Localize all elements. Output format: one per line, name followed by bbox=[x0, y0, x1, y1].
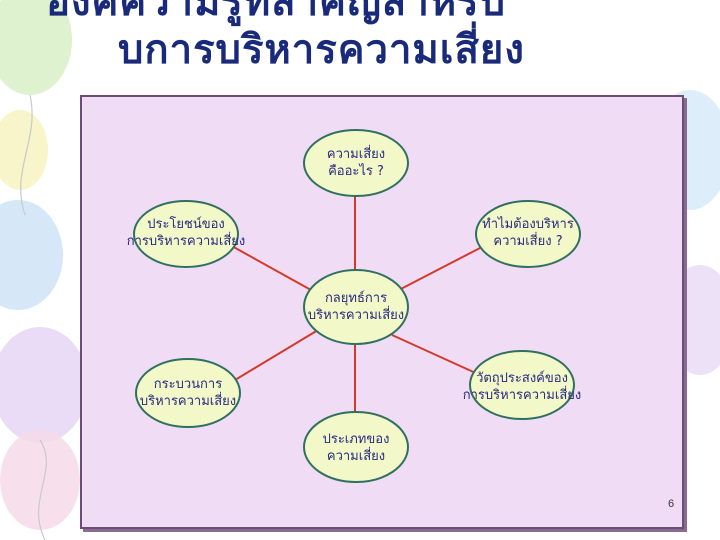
balloon-green-icon bbox=[0, 0, 72, 95]
node-top-line2: คืออะไร ? bbox=[328, 164, 384, 179]
node-center-bubble bbox=[303, 269, 409, 345]
connector-lower-right bbox=[391, 334, 481, 376]
node-upper-right-label: ทำไมต้องบริหาร ความเสี่ยง ? bbox=[448, 216, 608, 250]
connector-upper-left bbox=[229, 244, 321, 296]
balloon-pink-icon bbox=[0, 430, 80, 530]
node-bottom-line2: ความเสี่ยง bbox=[326, 449, 386, 464]
node-center-line2: บริหารความเสี่ยง bbox=[307, 308, 405, 323]
connector-upper-right bbox=[394, 247, 481, 293]
node-bottom-label: ประเภทของ ความเสี่ยง bbox=[296, 431, 416, 465]
title-line-2: บการบริหารความเสี่ยง bbox=[118, 27, 525, 73]
node-upper-left-line2: การบริหารความเสี่ยง bbox=[126, 234, 246, 249]
node-upper-left-bubble bbox=[133, 200, 239, 268]
node-upper-right-line1: ทำไมต้องบริหาร bbox=[482, 217, 574, 232]
balloon-string bbox=[20, 94, 33, 216]
node-upper-right-line2: ความเสี่ยง ? bbox=[493, 234, 563, 249]
balloon-violet-icon bbox=[0, 327, 88, 443]
page-number: 6 bbox=[668, 498, 675, 510]
node-bottom-bubble bbox=[303, 411, 409, 483]
node-top-line1: ความเสี่ยง bbox=[326, 147, 386, 162]
node-lower-left-bubble bbox=[135, 358, 241, 428]
node-lower-right-label: วัตถุประสงค์ของ การบริหารความเสี่ยง bbox=[432, 370, 612, 404]
node-lower-left-line2: บริหารความเสี่ยง bbox=[139, 394, 237, 409]
node-bottom-line1: ประเภทของ bbox=[322, 432, 390, 447]
node-lower-right-line1: วัตถุประสงค์ของ bbox=[476, 371, 568, 386]
node-lower-left-line1: กระบวนการ bbox=[153, 377, 223, 392]
title-line-1: องค์ความรู้ที่สำคัญสำหรับ bbox=[46, 0, 507, 25]
node-top-bubble bbox=[303, 129, 409, 197]
balloon-blue-icon bbox=[0, 200, 63, 310]
node-upper-right-bubble bbox=[475, 200, 581, 268]
node-upper-left-label: ประโยชน์ของ การบริหารความเสี่ยง bbox=[96, 216, 276, 250]
balloon-string bbox=[37, 439, 48, 540]
node-lower-right-line2: การบริหารความเสี่ยง bbox=[462, 388, 582, 403]
node-center-line1: กลยุทธ์การ bbox=[324, 291, 388, 306]
node-center-label: กลยุทธ์การ บริหารความเสี่ยง bbox=[276, 290, 436, 324]
node-top-label: ความเสี่ยง คืออะไร ? bbox=[306, 146, 406, 180]
balloon-yellow-icon bbox=[0, 110, 48, 190]
node-upper-left-line1: ประโยชน์ของ bbox=[147, 217, 225, 232]
slide-title: องค์ความรู้ที่สำคัญสำหรับ บการบริหารความ… bbox=[0, 0, 720, 80]
connector-lower-left bbox=[234, 329, 319, 381]
node-lower-right-bubble bbox=[469, 350, 575, 420]
node-lower-left-label: กระบวนการ บริหารความเสี่ยง bbox=[108, 376, 268, 410]
